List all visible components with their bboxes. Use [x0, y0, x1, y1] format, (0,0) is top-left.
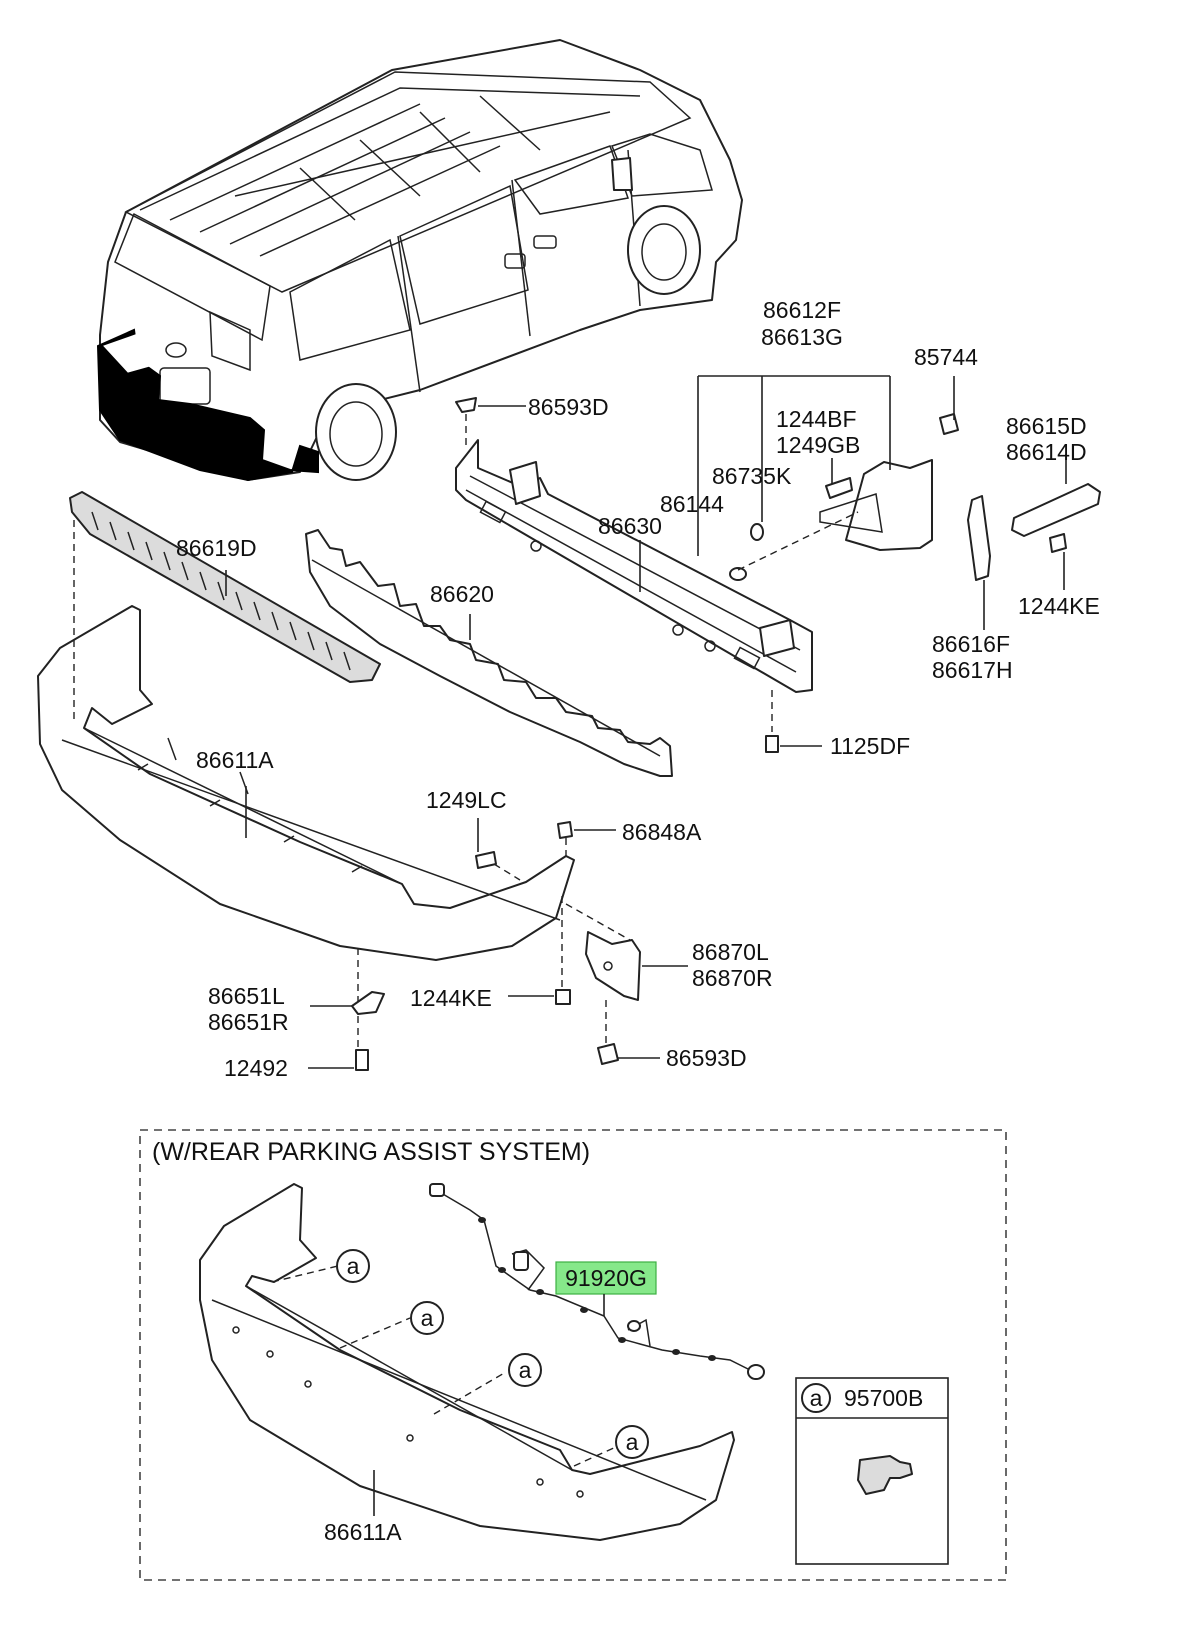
label-86619D: 86619D — [176, 535, 257, 561]
callout-a-3: a — [519, 1357, 532, 1383]
callout-a-2: a — [421, 1305, 434, 1331]
bracket-86615D — [1011, 483, 1101, 537]
label-86848A: 86848A — [622, 819, 702, 845]
step-pad-86619D — [69, 491, 381, 683]
energy-absorber-86620 — [305, 529, 673, 777]
bumper-cover-86611A — [37, 605, 575, 961]
label-1249LC: 1249LC — [426, 787, 507, 813]
callout-markers: a a a a — [271, 1249, 649, 1467]
label-86612F: 86612F — [763, 297, 841, 323]
label-86144: 86144 — [660, 491, 724, 517]
label-1249GB: 1249GB — [776, 432, 860, 458]
label-1125DF: 1125DF — [830, 733, 910, 759]
label-86593D-top: 86593D — [528, 394, 609, 420]
bumper-cover-86611A-parking — [199, 1183, 735, 1541]
section-title: (W/REAR PARKING ASSIST SYSTEM) — [152, 1138, 590, 1166]
label-86620: 86620 — [430, 581, 494, 607]
label-86614D: 86614D — [1006, 439, 1087, 465]
hardware-clips — [351, 397, 1067, 1071]
label-86611A-top: 86611A — [196, 747, 274, 773]
van-illustration — [96, 39, 743, 482]
label-86613G: 86613G — [761, 324, 843, 350]
label-86616F: 86616F — [932, 631, 1010, 657]
callout-a-1: a — [347, 1253, 360, 1279]
label-1244BF: 1244BF — [776, 406, 857, 432]
label-86735K: 86735K — [712, 463, 792, 489]
label-86870R: 86870R — [692, 965, 773, 991]
sensor-icon — [857, 1455, 913, 1495]
leader-lines — [73, 375, 1067, 1069]
label-86651R: 86651R — [208, 1009, 289, 1035]
label-86617H: 86617H — [932, 657, 1013, 683]
wiring-harness-91920G — [429, 1183, 765, 1380]
rear-beam-86630 — [455, 439, 813, 693]
callout-a-4: a — [626, 1429, 639, 1455]
legend-callout-a: a — [810, 1385, 823, 1411]
bracket-86612F — [819, 459, 933, 551]
highlight-91920G — [555, 1261, 657, 1295]
label-86611A-bottom: 86611A — [324, 1519, 402, 1545]
label-86651L: 86651L — [208, 983, 285, 1009]
label-95700B: 95700B — [844, 1385, 923, 1411]
label-86870L: 86870L — [692, 939, 769, 965]
label-12492: 12492 — [224, 1055, 288, 1081]
label-1244KE-right: 1244KE — [1018, 593, 1100, 619]
label-91920G: 91920G — [565, 1265, 647, 1291]
sensor-legend-box: a — [795, 1377, 949, 1565]
label-86615D: 86615D — [1006, 413, 1087, 439]
label-86593D-bottom: 86593D — [666, 1045, 747, 1071]
label-86630: 86630 — [598, 513, 662, 539]
part-labels: 86612F 86613G 85744 86593D 1244BF 1249GB… — [152, 297, 1100, 1545]
label-1244KE-bottom: 1244KE — [410, 985, 492, 1011]
mud-guard-86870 — [585, 931, 641, 1001]
label-85744: 85744 — [914, 344, 978, 370]
bracket-86616F — [967, 495, 991, 581]
